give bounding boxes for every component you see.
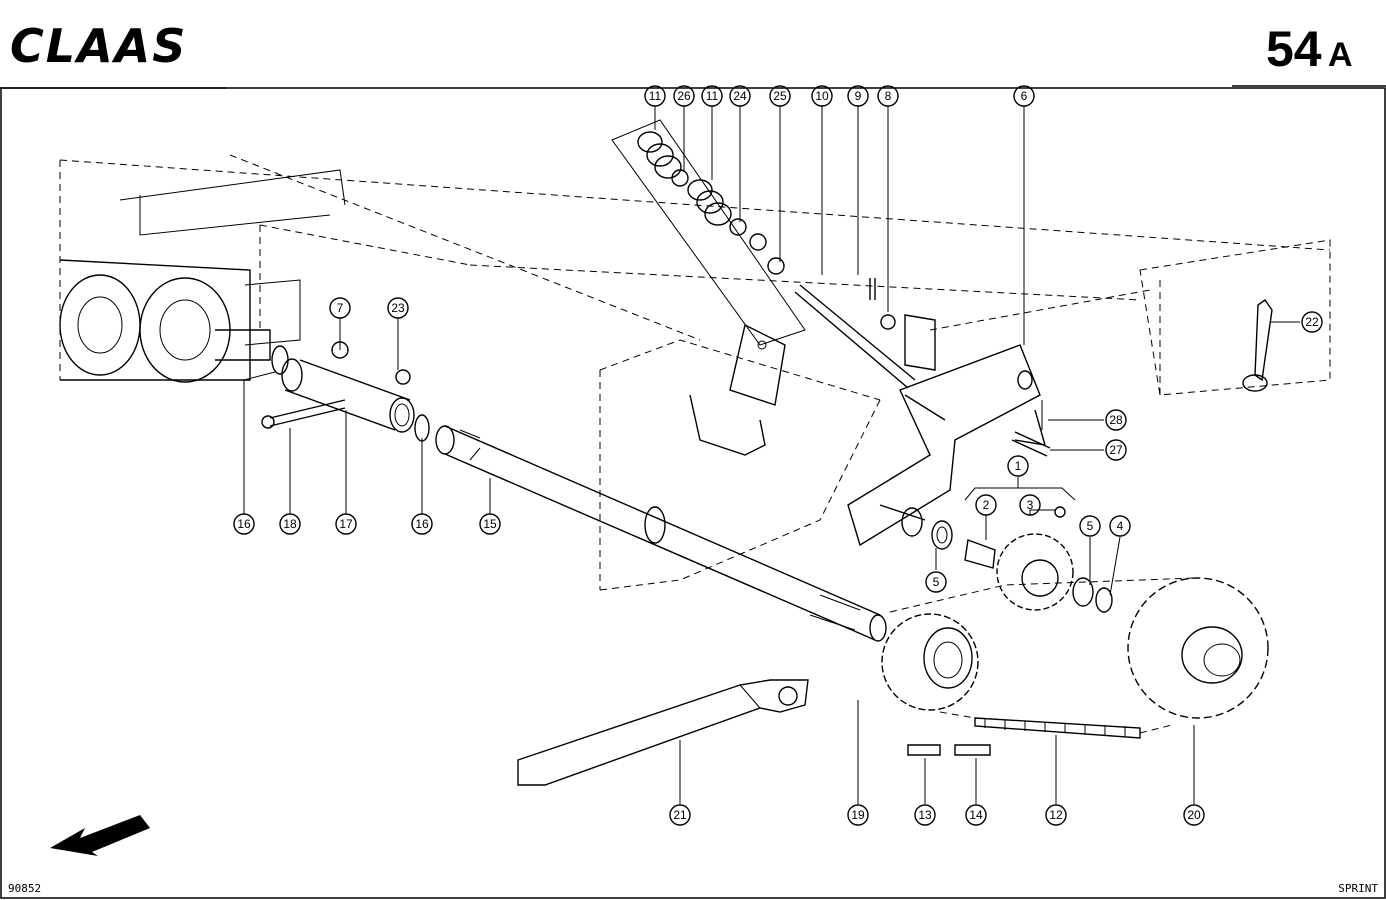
callout-circle: [811, 85, 833, 107]
drive-sprocket: [881, 613, 979, 711]
model-name: SPRINT: [1338, 882, 1378, 895]
callout-label: 5: [1087, 519, 1094, 533]
callout-circle: [329, 297, 351, 319]
callout-label: 10: [815, 89, 829, 103]
callout-circle: [1183, 804, 1205, 826]
callout-label: 11: [649, 89, 662, 103]
header: CLAAS 54 A: [0, 19, 1386, 89]
page-frame: [0, 87, 1386, 899]
callout-circle: [387, 297, 409, 319]
callout-label: 16: [415, 517, 429, 531]
callout-circle: [914, 804, 936, 826]
callout-label: 19: [851, 808, 865, 822]
callout-circle: [1109, 515, 1131, 537]
pins: [1011, 299, 1273, 457]
callout-circle: [847, 85, 869, 107]
large-sprocket: [1127, 577, 1269, 719]
callout-label: 20: [1187, 808, 1201, 822]
drawing-code: 90852: [8, 882, 41, 895]
callout-circle: [1045, 804, 1067, 826]
callout-label: 7: [337, 301, 344, 315]
chain-links: [907, 744, 991, 756]
callout-circle: [1013, 85, 1035, 107]
callout-circle: [644, 85, 666, 107]
callout-label: 1: [1015, 459, 1022, 473]
callout-circle: [279, 513, 301, 535]
main-shaft: [435, 425, 887, 642]
page-suffix: A: [1328, 36, 1353, 74]
callout-circle: [877, 85, 899, 107]
hub-parts: [931, 506, 1113, 613]
callout-label: 8: [885, 89, 892, 103]
callout-circle: [1301, 311, 1323, 333]
callout-label: 27: [1109, 443, 1123, 457]
machine-frame: [59, 154, 1331, 591]
callout-circle: [411, 513, 433, 535]
callout-label: 13: [918, 808, 932, 822]
callout-circle: [673, 85, 695, 107]
callout-label: 9: [855, 89, 862, 103]
callouts: 11 26 11 24 25 10 9 8 6 22 28 27 7 23 16…: [233, 85, 1323, 826]
callout-label: 4: [1117, 519, 1124, 533]
tension-arm: [847, 314, 1046, 547]
spring-assembly: [611, 119, 916, 389]
callout-circle: [701, 85, 723, 107]
callout-circle: [1079, 515, 1101, 537]
callout-label: 17: [339, 517, 353, 531]
callout-circle: [1007, 455, 1029, 477]
callout-label: 24: [733, 89, 747, 103]
callout-label: 15: [483, 517, 497, 531]
callout-label: 21: [673, 808, 687, 822]
callout-circle: [925, 571, 947, 593]
callout-circle: [233, 513, 255, 535]
gearbox: [59, 259, 301, 383]
callout-circle: [335, 513, 357, 535]
direction-arrow-icon: [50, 815, 150, 856]
callout-label: 22: [1305, 315, 1319, 329]
callout-label: 16: [237, 517, 251, 531]
callout-label: 26: [677, 89, 691, 103]
callout-label: 12: [1049, 808, 1063, 822]
callout-circle: [1105, 439, 1127, 461]
callout-label: 25: [773, 89, 787, 103]
center-bracket: [689, 323, 786, 456]
page-number: 54: [1266, 21, 1322, 77]
lever-arm: [517, 679, 809, 786]
callout-label: 3: [1027, 498, 1034, 512]
brand-logo: CLAAS: [10, 19, 187, 73]
callout-label: 14: [969, 808, 983, 822]
drive-chain: [889, 577, 1196, 739]
callout-label: 18: [283, 517, 297, 531]
callout-circle: [975, 494, 997, 516]
callout-circle: [479, 513, 501, 535]
small-sprocket: [996, 533, 1074, 611]
callout-label: 5: [933, 575, 940, 589]
callout-circle: [965, 804, 987, 826]
callout-circle: [1105, 409, 1127, 431]
callout-circle: [1019, 494, 1041, 516]
callout-label: 6: [1021, 89, 1028, 103]
callout-label: 23: [391, 301, 405, 315]
callout-label: 11: [706, 89, 719, 103]
callout-circle: [769, 85, 791, 107]
callout-label: 2: [983, 498, 990, 512]
callout-label: 28: [1109, 413, 1123, 427]
callout-circle: [669, 804, 691, 826]
callout-circle: [847, 804, 869, 826]
callout-circle: [729, 85, 751, 107]
